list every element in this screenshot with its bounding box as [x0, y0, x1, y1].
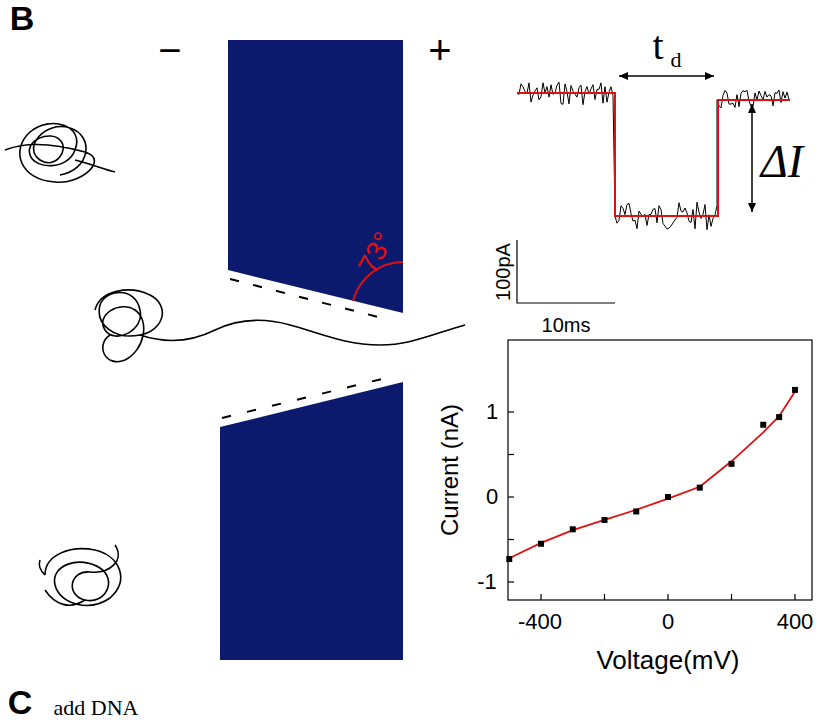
- charge-dash: [372, 379, 381, 381]
- data-point: [697, 485, 703, 491]
- step-label: add DNA: [54, 697, 139, 719]
- data-point: [570, 526, 576, 532]
- dwell-arrow: [619, 75, 714, 77]
- tick-label: -1: [477, 571, 497, 593]
- data-point: [602, 517, 608, 523]
- polarity-sign: −: [158, 30, 181, 70]
- amplitude-arrow: [751, 104, 753, 212]
- x-tick: [667, 594, 668, 600]
- amplitude-label: ΔI: [761, 139, 803, 185]
- current-trace: [517, 82, 789, 230]
- scale-label: 10ms: [542, 315, 591, 335]
- membrane-upper: [228, 40, 403, 313]
- tick-label: 0: [486, 486, 498, 508]
- charge-dash: [322, 303, 331, 305]
- dna-coils: [5, 124, 465, 606]
- iv-fit: [509, 392, 795, 559]
- charge-dash: [299, 297, 308, 299]
- y-tick: [508, 454, 514, 455]
- data-point: [633, 508, 639, 514]
- iv-points: [506, 387, 798, 562]
- axis-title: Current (nA): [438, 404, 462, 536]
- y-tick: [508, 539, 514, 540]
- charge-dash: [347, 385, 356, 387]
- tick-label: 1: [486, 401, 498, 423]
- charge-dash: [368, 314, 377, 316]
- charge-dash: [247, 410, 256, 412]
- plot-frame: [508, 340, 812, 600]
- charge-dash: [276, 291, 285, 293]
- tick-label: 0: [662, 611, 674, 633]
- charge-dash: [272, 404, 281, 406]
- axis-title: Voltage(mV): [596, 647, 739, 673]
- charge-dash: [297, 398, 306, 400]
- panel-letter: B: [10, 1, 35, 35]
- charge-dash: [322, 391, 331, 393]
- data-point: [538, 541, 544, 547]
- polarity-sign: +: [428, 30, 451, 70]
- scale-bar: [517, 240, 615, 303]
- charge-dash: [253, 285, 262, 287]
- data-point: [506, 556, 512, 562]
- y-tick: [508, 496, 514, 497]
- surface-charges: [222, 279, 381, 418]
- membrane-lower: [220, 382, 403, 660]
- data-point: [729, 461, 735, 467]
- dwell-time-subscript: d: [671, 49, 682, 71]
- scale-label: 100pA: [493, 243, 513, 301]
- data-point: [760, 422, 766, 428]
- x-tick: [731, 594, 732, 600]
- trace-fit: [517, 93, 790, 216]
- x-tick: [540, 594, 541, 600]
- y-tick: [508, 581, 514, 582]
- data-point: [792, 387, 798, 393]
- x-tick: [604, 594, 605, 600]
- charge-dash: [222, 416, 231, 418]
- tick-label: -400: [518, 611, 562, 633]
- y-tick: [508, 411, 514, 412]
- axis-ticks: [508, 412, 795, 600]
- panel-letter: C: [8, 685, 33, 719]
- dwell-time-label: t: [652, 26, 663, 66]
- charge-dash: [345, 309, 354, 311]
- data-point: [665, 494, 671, 500]
- x-tick: [794, 594, 795, 600]
- tick-label: 400: [777, 611, 814, 633]
- charge-dash: [230, 279, 239, 281]
- data-point: [776, 414, 782, 420]
